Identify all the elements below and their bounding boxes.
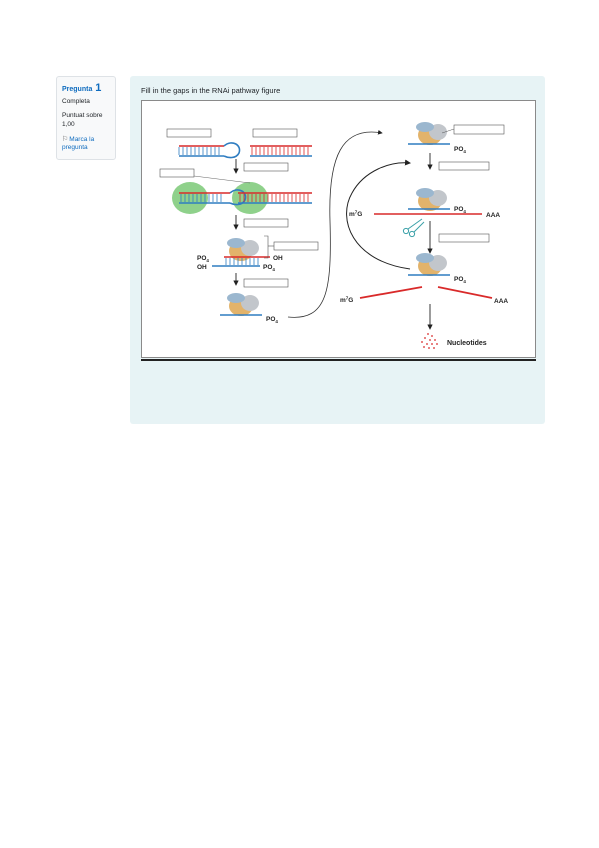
label-oh-1: OH [273,255,283,262]
risc-top [408,122,455,145]
question-label: Pregunta [62,86,93,93]
figure-divider [141,359,536,361]
dicer-binding [172,175,312,214]
label-oh-2: OH [197,264,207,271]
mrna-fragment-3prime [437,286,493,299]
active-risc [220,293,262,316]
gap-box-cleavage[interactable] [243,218,289,228]
question-number: Pregunta 1 [62,82,111,94]
question-state: Completa [62,98,90,105]
label-po4-4: PO4 [454,146,466,154]
question-text: Fill in the gaps in the RNAi pathway fig… [141,86,281,95]
gap-box-hairpin[interactable] [166,128,212,138]
flag-question-label: Marca la pregunta [62,135,95,152]
flag-question-link[interactable]: ⚐Marca la pregunta [62,135,111,154]
label-aaa-2: AAA [494,298,508,305]
recycle-arc [346,159,411,270]
label-m7g-2: m7G [340,296,353,305]
hairpin-rna [178,142,241,159]
rnai-diagram: PO4 OH OH PO4 PO4 PO4 [159,122,508,349]
connector-curve [287,129,383,318]
gap-box-dicer[interactable] [159,168,195,178]
label-po4-6: PO4 [454,276,466,284]
risc-after-cleavage [408,253,450,276]
label-po4-2: PO4 [263,264,275,272]
label-po4-3: PO4 [266,316,278,324]
gap-box-recognition[interactable] [243,162,289,172]
gap-box-long-dsrna[interactable] [252,128,298,138]
sirna-risc [212,235,274,267]
scissors-icon [402,218,425,238]
gap-box-risc-top[interactable] [453,124,505,135]
flag-icon: ⚐ [62,135,69,143]
rnai-pathway-figure: PO4 OH OH PO4 PO4 PO4 [141,100,536,358]
question-number-value: 1 [95,82,102,94]
label-aaa-1: AAA [486,212,500,219]
gap-box-strand-removed[interactable] [243,278,289,288]
label-po4-1: PO4 [197,255,209,263]
gap-box-risc[interactable] [273,241,319,251]
gap-box-target-recognition[interactable] [438,161,490,171]
long-dsrna [250,145,312,157]
label-po4-5: PO4 [454,206,466,214]
label-m7g-1: m7G [349,210,362,219]
risc-target-mrna [374,188,482,238]
gap-box-mrna-cleavage[interactable] [438,233,490,243]
question-grade: Puntuat sobre 1,00 [62,112,103,128]
label-nucleotides: Nucleotides [447,340,487,347]
question-info-panel: Pregunta 1 Completa Puntuat sobre 1,00 ⚐… [56,76,116,161]
nucleotides-dots [421,333,438,349]
mrna-fragment-5prime [359,286,423,299]
question-content: Fill in the gaps in the RNAi pathway fig… [130,76,545,424]
